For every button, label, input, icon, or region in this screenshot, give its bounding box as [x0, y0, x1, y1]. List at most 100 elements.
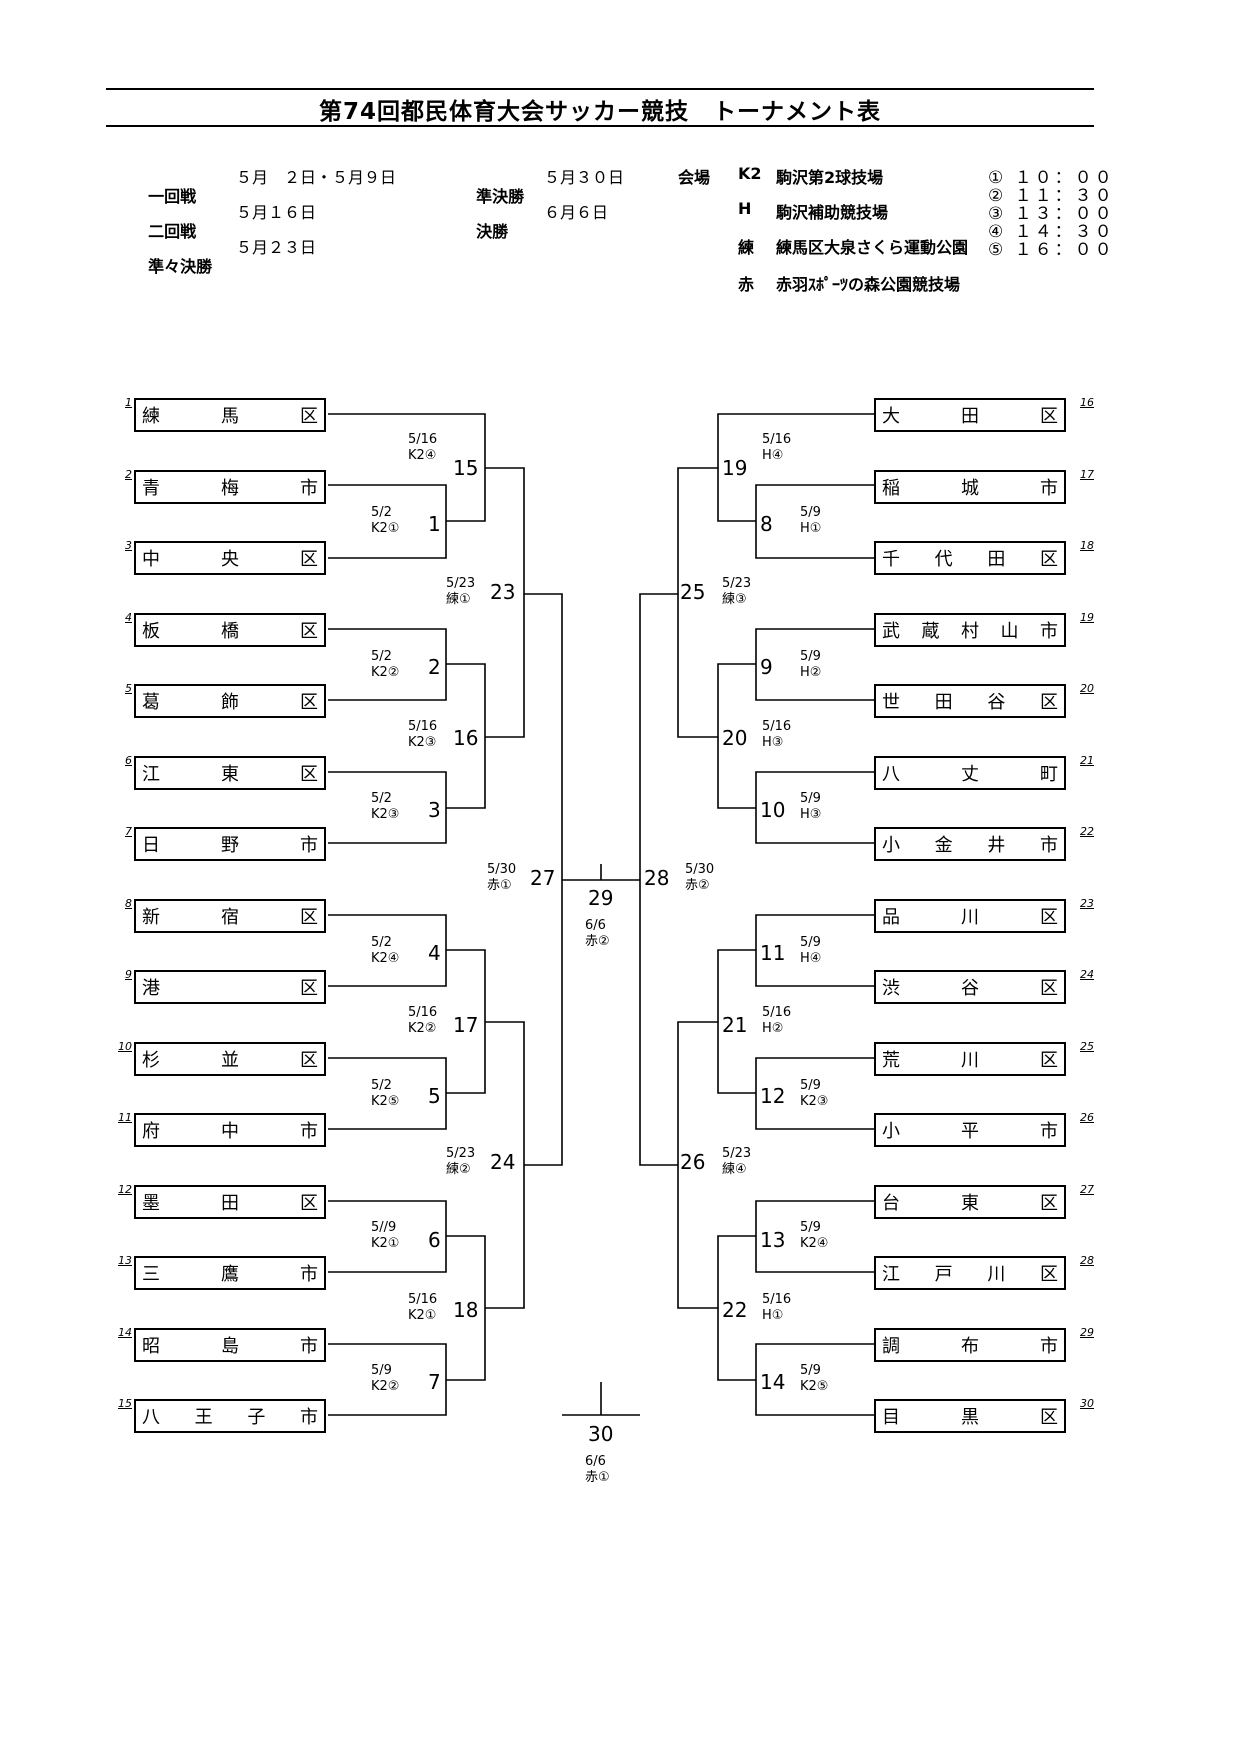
team-box: 中央区: [134, 541, 326, 575]
schedule-round: 準決勝: [476, 187, 525, 206]
team-name-char: 市: [1040, 1121, 1058, 1142]
team-box: 八王子市: [134, 1399, 326, 1433]
team-name-char: 川: [961, 1050, 979, 1071]
match-venue: H①: [800, 521, 822, 536]
team-name-char: 昭: [142, 1336, 160, 1357]
schedule-row-1: 一回戦: [138, 164, 196, 207]
team-name-char: 区: [300, 549, 318, 570]
team-name-char: 墨: [142, 1193, 160, 1214]
match-venue: 赤②: [585, 934, 610, 949]
team-box: 世田谷区: [874, 684, 1066, 718]
team-name-char: 渋: [882, 978, 900, 999]
match-venue: K2①: [371, 1236, 400, 1251]
seed-number: 25: [1080, 1040, 1094, 1053]
team-name-char: 品: [882, 907, 900, 928]
team-name-char: 三: [142, 1264, 160, 1285]
kickoff-time: ④ １４：３０: [988, 222, 1115, 242]
match-number: 29: [588, 886, 614, 910]
match-date: 5/16: [762, 1005, 792, 1020]
team-name-char: 調: [882, 1336, 900, 1357]
team-name-char: 市: [1040, 478, 1058, 499]
match-venue: H③: [800, 807, 822, 822]
schedule-dates-5: ６月６日: [544, 203, 609, 222]
seed-number: 21: [1080, 754, 1094, 767]
team-name-char: 田: [934, 692, 953, 713]
team-box: 杉並区: [134, 1042, 326, 1076]
match-venue: H①: [762, 1308, 784, 1323]
seed-number: 16: [1080, 396, 1094, 409]
match-venue: K2③: [800, 1094, 829, 1109]
match-venue: H②: [800, 665, 822, 680]
match-date: 5/16: [408, 719, 438, 734]
team-name-char: 区: [300, 764, 318, 785]
team-name-char: 金: [934, 835, 953, 856]
team-box: 昭島市: [134, 1328, 326, 1362]
seed-number: 1: [125, 396, 132, 409]
team-name-char: 区: [300, 621, 318, 642]
team-name-char: 東: [961, 1193, 979, 1214]
match-number: 27: [530, 866, 556, 890]
match-venue: K2⑤: [800, 1379, 829, 1394]
team-name-char: 市: [1039, 835, 1058, 856]
team-name-char: 黒: [961, 1407, 979, 1428]
match-number: 11: [760, 941, 786, 965]
seed-number: 5: [125, 682, 132, 695]
team-name-char: 市: [300, 478, 318, 499]
match-number: 15: [453, 456, 479, 480]
team-name-char: 川: [987, 1264, 1006, 1285]
match-venue: K2④: [800, 1236, 829, 1251]
team-box: 千代田区: [874, 541, 1066, 575]
team-name-char: 代: [934, 549, 953, 570]
team-box: 武蔵村山市: [874, 613, 1066, 647]
match-number: 16: [453, 726, 479, 750]
venue-code: 練: [738, 238, 755, 257]
venue-name: 駒沢第2球技場: [776, 168, 884, 187]
schedule-dates-1: ５月 ２日・５月９日: [236, 168, 397, 187]
team-name-char: 田: [221, 1193, 239, 1214]
match-venue: 赤①: [487, 878, 512, 893]
kickoff-time: ③ １３：００: [988, 204, 1115, 224]
team-name-char: 戸: [934, 1264, 953, 1285]
team-name-char: 区: [300, 907, 318, 928]
match-venue: H②: [762, 1021, 784, 1036]
team-name-char: 飾: [221, 692, 239, 713]
seed-number: 2: [125, 468, 132, 481]
team-box: 港区: [134, 970, 326, 1004]
seed-number: 10: [118, 1040, 132, 1053]
bracket-line: [485, 467, 525, 738]
match-date: 5/9: [800, 505, 821, 520]
team-name-char: 市: [1040, 1336, 1058, 1357]
team-box: 青梅市: [134, 470, 326, 504]
team-name-char: 谷: [987, 692, 1006, 713]
team-box: 品川区: [874, 899, 1066, 933]
match-number: 3: [428, 798, 441, 822]
schedule-dates-3: ５月２３日: [236, 238, 317, 257]
match-date: 5/9: [800, 935, 821, 950]
team-name-char: 青: [142, 478, 160, 499]
schedule-row-4: 準決勝: [466, 164, 524, 207]
schedule-row-3: 準々決勝: [138, 234, 212, 277]
match-number: 4: [428, 941, 441, 965]
match-number: 9: [760, 655, 773, 679]
seed-number: 4: [125, 611, 132, 624]
team-name-char: 区: [300, 692, 318, 713]
match-number: 7: [428, 1370, 441, 1394]
match-number: 12: [760, 1084, 786, 1108]
seed-number: 6: [125, 754, 132, 767]
match-date: 5/9: [800, 1220, 821, 1235]
